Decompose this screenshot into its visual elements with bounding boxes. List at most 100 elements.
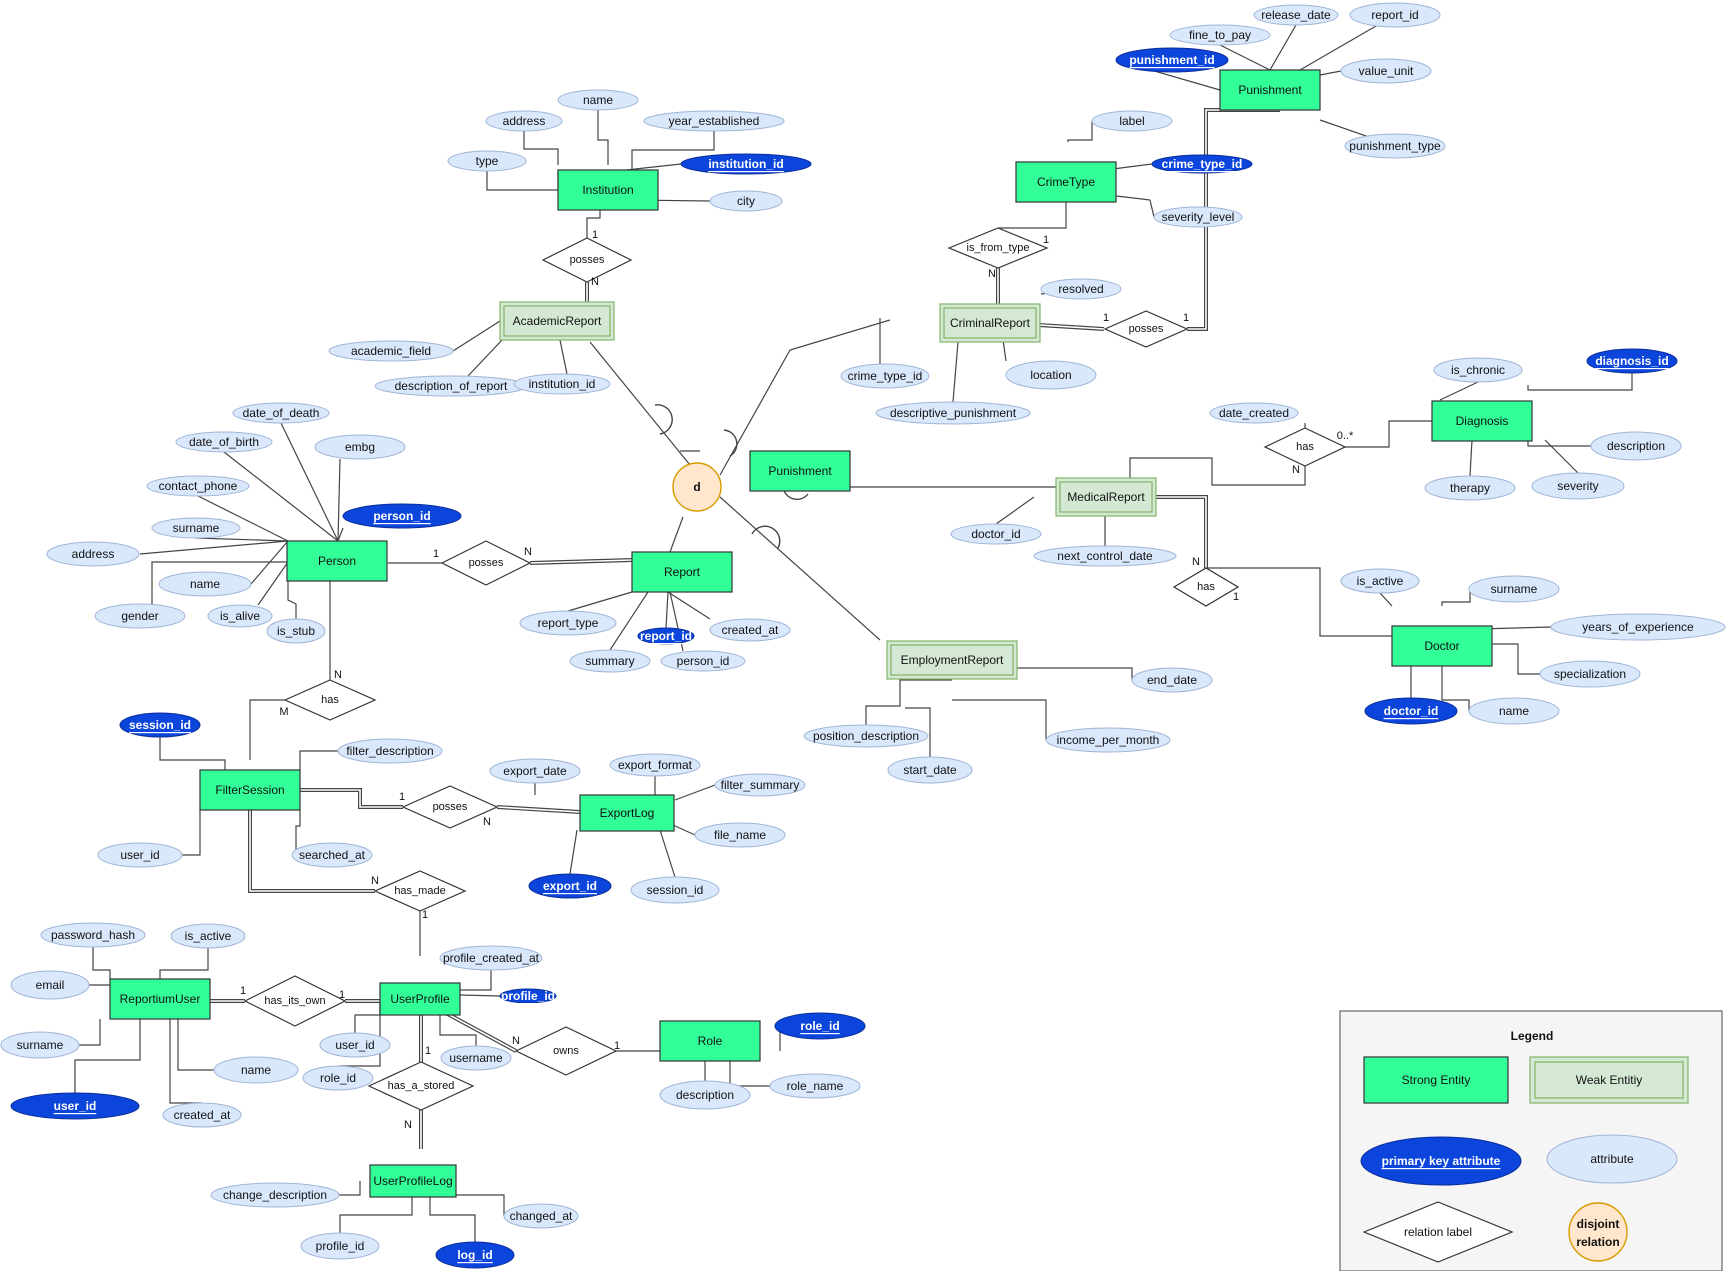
attribute-a_doc_years[interactable]: years_of_experience [1550, 613, 1726, 641]
attribute-a_r_type[interactable]: report_type [519, 610, 617, 636]
relation-r_person_fs[interactable]: has [283, 679, 377, 721]
attribute-a_acad_inst[interactable]: institution_id [513, 373, 611, 395]
attribute-a_d_desc[interactable]: description [1590, 431, 1682, 461]
entity-report[interactable]: Report [631, 551, 733, 593]
attribute-a_ex_date[interactable]: export_date [489, 758, 581, 784]
attribute-a_inst_address[interactable]: address [485, 110, 563, 132]
attribute-a_r_summary[interactable]: summary [569, 649, 651, 673]
attribute-a_ct_sev[interactable]: severity_level [1153, 206, 1243, 228]
attribute-a_ru_created[interactable]: created_at [162, 1102, 242, 1128]
entity-academic[interactable]: AcademicReport [499, 301, 615, 341]
attribute-a_ru_surname[interactable]: surname [0, 1031, 80, 1059]
attribute-a_acad_desc[interactable]: description_of_report [374, 375, 528, 397]
relation-r_med_diag[interactable]: has [1263, 427, 1347, 467]
attribute-a_up_username[interactable]: username [440, 1045, 512, 1071]
relation-r_inst_acad[interactable]: posses [541, 237, 633, 283]
attribute-a_log_changed[interactable]: changed_at [503, 1203, 579, 1229]
attribute-a_ru_pass[interactable]: password_hash [40, 922, 146, 948]
attribute-a_doc_surname[interactable]: surname [1468, 575, 1560, 603]
attribute-a_e_start[interactable]: start_date [887, 756, 973, 784]
attribute-a_ex_summary[interactable]: filter_summary [714, 773, 806, 797]
attribute-a_p_dod[interactable]: date_of_death [232, 402, 330, 424]
attribute-a_up_user[interactable]: user_id [319, 1032, 391, 1058]
attribute-a_p_phone[interactable]: contact_phone [146, 475, 250, 497]
attribute-a_inst_year[interactable]: year_established [643, 110, 785, 132]
attribute-a_inst_city[interactable]: city [709, 190, 783, 212]
attribute-a_ru_name[interactable]: name [213, 1056, 299, 1084]
attribute-a_p_address[interactable]: address [46, 541, 140, 567]
attribute-a_up_role[interactable]: role_id [302, 1065, 374, 1091]
entity-institution[interactable]: Institution [557, 169, 659, 211]
attribute-a_rel_date[interactable]: date_created [1209, 402, 1299, 424]
disjoint-circle[interactable]: d [672, 462, 722, 512]
attribute-a_cr_ctid[interactable]: crime_type_id [840, 363, 930, 389]
entity-diagnosis[interactable]: Diagnosis [1431, 400, 1533, 442]
relation-r_fs_exp[interactable]: posses [401, 785, 499, 829]
entity-employment[interactable]: EmploymentReport [886, 640, 1018, 680]
entity-doctor[interactable]: Doctor [1391, 625, 1493, 667]
attribute-a_fs_user[interactable]: user_id [97, 842, 183, 868]
attribute-a_inst_name[interactable]: name [557, 89, 639, 111]
attribute-a_cr_descpun[interactable]: descriptive_punishment [875, 401, 1031, 425]
attribute-a_ex_format[interactable]: export_format [609, 753, 701, 777]
relation-r_crim_pun[interactable]: posses [1103, 310, 1189, 348]
attribute-a_m_next[interactable]: next_control_date [1033, 545, 1177, 567]
attribute-a_e_end[interactable]: end_date [1131, 667, 1213, 693]
attribute-a_p_stub[interactable]: is_stub [266, 618, 326, 644]
attribute-a_d_therapy[interactable]: therapy [1424, 475, 1516, 501]
attribute-a_inst_type[interactable]: type [447, 150, 527, 172]
attribute-a_d_severity[interactable]: severity [1531, 472, 1625, 500]
entity-punishment_top[interactable]: Punishment [1219, 69, 1321, 111]
attribute-a_ru_email[interactable]: email [10, 970, 90, 1000]
entity-exportlog[interactable]: ExportLog [579, 794, 675, 832]
pk-attribute-a_ru_id[interactable]: user_id [10, 1092, 140, 1120]
attribute-a_pun_release[interactable]: release_date [1253, 4, 1339, 26]
entity-filtersession[interactable]: FilterSession [199, 769, 301, 811]
relation-r_person_report[interactable]: posses [440, 540, 532, 586]
attribute-a_role_name[interactable]: role_name [769, 1073, 861, 1099]
attribute-a_doc_name[interactable]: name [1468, 697, 1560, 725]
pk-attribute-a_ex_id[interactable]: export_id [528, 873, 612, 899]
entity-crimetype[interactable]: CrimeType [1015, 161, 1117, 203]
pk-attribute-a_role_id[interactable]: role_id [774, 1012, 866, 1040]
attribute-a_e_pos[interactable]: position_description [803, 724, 929, 748]
attribute-a_ex_session[interactable]: session_id [630, 876, 720, 904]
attribute-a_r_created[interactable]: created_at [709, 618, 791, 642]
attribute-a_p_dob[interactable]: date_of_birth [175, 431, 273, 453]
attribute-a_fs_searched[interactable]: searched_at [291, 842, 373, 868]
entity-person[interactable]: Person [286, 540, 388, 582]
attribute-a_d_chronic[interactable]: is_chronic [1433, 357, 1523, 383]
attribute-a_pun_fine[interactable]: fine_to_pay [1169, 24, 1271, 46]
attribute-a_pun_type[interactable]: punishment_type [1344, 133, 1446, 159]
pk-attribute-a_fs_id[interactable]: session_id [119, 712, 201, 738]
attribute-a_p_gender[interactable]: gender [94, 603, 186, 629]
attribute-a_p_embg[interactable]: embg [314, 434, 406, 460]
attribute-a_ex_file[interactable]: file_name [694, 822, 786, 848]
pk-attribute-a_up_id[interactable]: profile_id [499, 988, 557, 1004]
attribute-a_fs_filter[interactable]: filter_description [337, 738, 443, 764]
relation-r_med_doc[interactable]: has [1172, 567, 1240, 607]
attribute-a_p_surname[interactable]: surname [151, 517, 241, 539]
pk-attribute-a_inst_id[interactable]: institution_id [680, 153, 812, 175]
attribute-a_p_alive[interactable]: is_alive [207, 604, 273, 628]
attribute-a_doc_spec[interactable]: specialization [1539, 660, 1641, 688]
attribute-a_p_name[interactable]: name [158, 571, 252, 597]
relation-r_ru_up[interactable]: has_its_own [243, 975, 347, 1027]
attribute-a_r_person[interactable]: person_id [660, 650, 746, 672]
attribute-a_ru_active[interactable]: is_active [170, 923, 246, 949]
attribute-a_log_change[interactable]: change_description [210, 1182, 340, 1208]
attribute-a_cr_resolved[interactable]: resolved [1040, 278, 1122, 300]
relation-r_fs_up[interactable]: has_made [373, 870, 467, 912]
attribute-a_pun_report[interactable]: report_id [1349, 2, 1441, 28]
pk-attribute-a_d_id[interactable]: diagnosis_id [1586, 348, 1678, 374]
pk-attribute-a_pun_id[interactable]: punishment_id [1115, 47, 1229, 73]
attribute-a_role_desc[interactable]: description [659, 1080, 751, 1110]
entity-userprofilelog[interactable]: UserProfileLog [369, 1164, 457, 1198]
attribute-a_acad_field[interactable]: academic_field [328, 340, 454, 362]
entity-medical[interactable]: MedicalReport [1055, 477, 1157, 517]
attribute-a_log_profile[interactable]: profile_id [300, 1232, 380, 1260]
entity-userprofile[interactable]: UserProfile [379, 982, 461, 1016]
entity-reportiumuser[interactable]: ReportiumUser [109, 978, 211, 1020]
pk-attribute-a_p_id[interactable]: person_id [342, 503, 462, 529]
entity-role[interactable]: Role [659, 1020, 761, 1062]
